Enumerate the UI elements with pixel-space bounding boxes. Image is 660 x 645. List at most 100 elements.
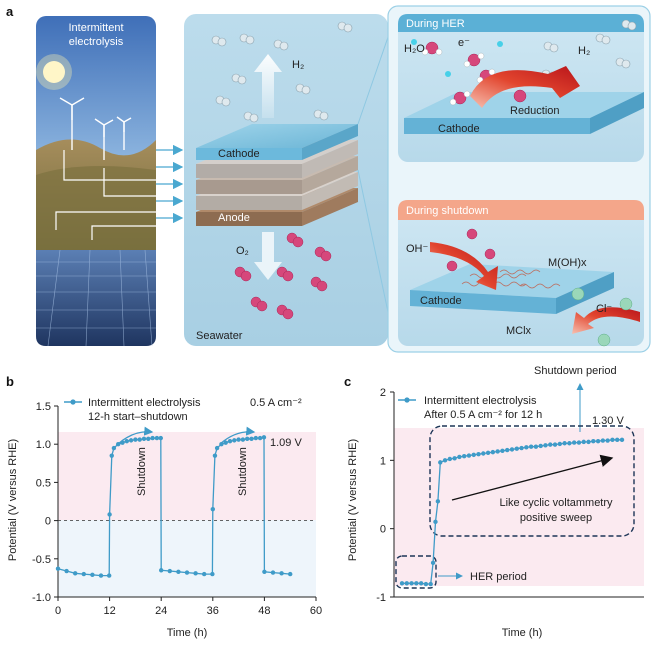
- chart-c-point: [543, 443, 548, 448]
- chart-c-point: [505, 447, 510, 453]
- panel-a: a: [6, 4, 651, 353]
- chart-c-series: [399, 437, 625, 587]
- chart-c-ytick-label: -1: [376, 592, 386, 604]
- chart-c-point: [562, 441, 567, 446]
- chart-b-point: [137, 437, 142, 442]
- energy-photo: Intermittent electrolysis: [36, 16, 156, 347]
- shutdown-title: During shutdown: [406, 205, 489, 217]
- chart-b-xlabel: Time (h): [167, 627, 208, 639]
- her-cathode-label: Cathode: [438, 123, 480, 135]
- her-h2o-label: H₂O: [404, 43, 425, 55]
- shutdown-mcl-label: MClx: [506, 325, 532, 337]
- chart-b-point: [193, 571, 198, 576]
- chart-c-point: [457, 454, 462, 460]
- shutdown-moh-label: M(OH)x: [548, 257, 587, 269]
- her-title: During HER: [406, 18, 465, 30]
- chart-b-point: [232, 438, 237, 443]
- her-h2-label: H₂: [578, 45, 590, 57]
- chart-b-point: [107, 512, 112, 517]
- chart-c-xlabel: Time (h): [502, 627, 543, 639]
- chart-c-point: [476, 451, 481, 457]
- chart-b-blue-band: [58, 520, 316, 597]
- chart-c-point: [567, 441, 572, 446]
- chart-c-point: [433, 519, 438, 525]
- chart-b-point: [227, 438, 233, 444]
- chart-c-point: [428, 581, 433, 587]
- h2-up-arrow: [254, 54, 282, 118]
- chart-b-point: [261, 435, 267, 440]
- chart-c-point: [442, 458, 448, 463]
- chart-c-point: [495, 449, 500, 454]
- chart-c-point: [414, 581, 419, 586]
- chart-b-ytick-label: 1.5: [36, 401, 51, 413]
- left-title-line1: Intermittent: [68, 22, 123, 34]
- chart-b-point: [106, 573, 112, 578]
- chart-c-point: [466, 453, 472, 458]
- chart-c-cv-label2: positive sweep: [520, 512, 592, 524]
- chart-c-trend-arrow: [451, 454, 614, 501]
- her-box: During HER Cathode: [398, 14, 644, 162]
- chart-b-xtick-label: 12: [103, 605, 115, 617]
- chart-b-curve-arrow-1: [117, 426, 154, 445]
- chart-c-point: [438, 460, 443, 465]
- chart-c-point: [548, 442, 553, 447]
- o2-molecules: [234, 232, 332, 320]
- wiring-arrows: [156, 144, 184, 224]
- chart-b-point: [253, 435, 258, 441]
- chart-c-point: [528, 444, 534, 449]
- chart-b-legend-sub: 12-h start–shutdown: [88, 411, 188, 423]
- chart-c-point: [557, 441, 563, 447]
- chart-c-point: [471, 452, 476, 458]
- chart-c-point: [418, 581, 424, 586]
- chart-b-point: [262, 569, 267, 574]
- chart-c-point: [481, 451, 486, 456]
- chart-b-series: [55, 435, 293, 578]
- chart-b-curve-arrow-2: [219, 426, 256, 445]
- chart-b-point: [240, 437, 246, 442]
- chart-c-point: [519, 445, 524, 451]
- electrolyzer-panel: H₂: [184, 14, 388, 346]
- panel-a-letter: a: [6, 4, 14, 19]
- chart-b-point: [128, 438, 134, 443]
- shutdown-cathode-label: Cathode: [420, 295, 462, 307]
- chart-c-point: [610, 437, 615, 443]
- chart-c-point: [435, 499, 441, 504]
- chart-c-ytick-label: 2: [380, 387, 386, 399]
- chart-c-point: [586, 439, 591, 445]
- chart-c-legend: Intermittent electrolysis After 0.5 A cm…: [398, 395, 542, 421]
- chart-b-point: [124, 438, 129, 444]
- chart-b-point: [214, 445, 220, 451]
- chart-c-point: [404, 581, 409, 586]
- chart-b-legend-label: Intermittent electrolysis: [88, 397, 201, 409]
- chart-b-point: [223, 440, 228, 445]
- chart-c-point: [615, 437, 620, 443]
- chart-b-point: [90, 572, 95, 578]
- chart-b-point: [133, 437, 138, 442]
- cathode-label: Cathode: [218, 148, 260, 160]
- o2-down-arrow: [254, 232, 282, 280]
- chart-b-point: [167, 568, 172, 574]
- chart-b-xtick-label: 0: [55, 605, 61, 617]
- chart-b-point: [158, 435, 163, 441]
- chart-c-point: [605, 438, 610, 443]
- chart-c-point: [581, 439, 586, 445]
- chart-b-point: [154, 435, 160, 441]
- chart-c-point: [514, 446, 519, 451]
- chart-c-point: [600, 438, 606, 443]
- chart-b-ytick-label: 0.5: [36, 477, 51, 489]
- chart-b-point: [64, 568, 69, 574]
- chart-c-point: [538, 443, 543, 449]
- chart-b-legend: Intermittent electrolysis 12-h start–shu…: [64, 397, 302, 423]
- chart-b-point: [109, 453, 114, 458]
- chart-b-point: [146, 436, 151, 442]
- chart-c-point: [524, 445, 529, 450]
- chart-c-legend-sub: After 0.5 A cm⁻² for 12 h: [424, 409, 542, 421]
- chart-c-ytick-label: 0: [380, 524, 386, 536]
- chart-c-value-label: 1.30 V: [592, 415, 624, 427]
- chart-c-point: [430, 560, 436, 566]
- chart-b-shutdown-2: Shutdown: [237, 447, 249, 496]
